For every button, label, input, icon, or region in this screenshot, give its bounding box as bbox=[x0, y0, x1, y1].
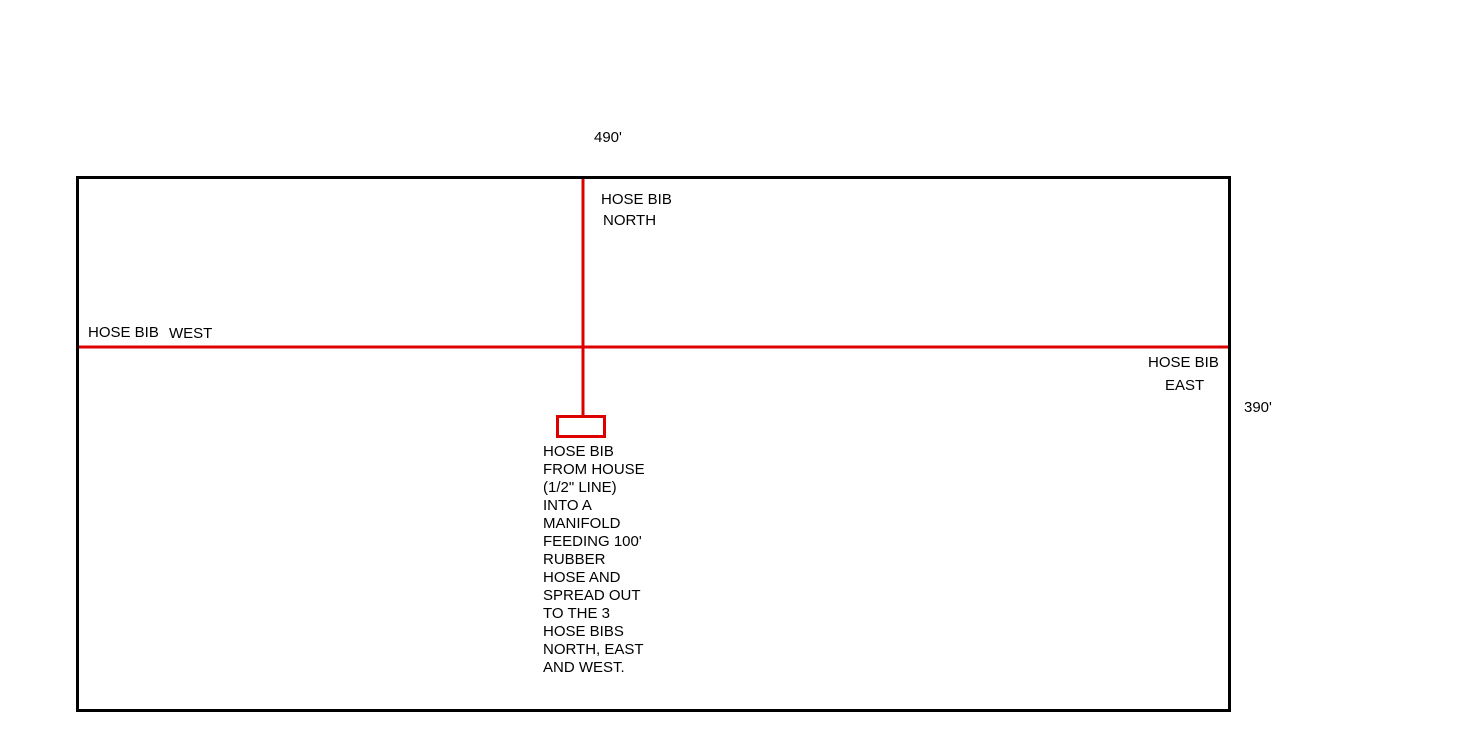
hose-bib-east-label-line2: EAST bbox=[1165, 377, 1205, 394]
hose-bib-east-label-line1: HOSE BIB bbox=[1148, 354, 1219, 371]
property-boundary bbox=[76, 176, 1231, 712]
hose-bib-north-label-line1: HOSE BIB bbox=[601, 191, 672, 208]
hose-bib-west-label-line2: WEST bbox=[169, 325, 213, 342]
manifold-note: HOSE BIB FROM HOUSE (1/2" LINE) INTO A M… bbox=[543, 443, 645, 676]
height-dimension-label: 390' bbox=[1244, 399, 1272, 416]
hose-bib-north-label-line2: NORTH bbox=[603, 212, 657, 229]
manifold-box bbox=[556, 415, 606, 438]
hose-bib-west-label-line1: HOSE BIB bbox=[88, 324, 159, 341]
width-dimension-label: 490' bbox=[594, 129, 622, 146]
